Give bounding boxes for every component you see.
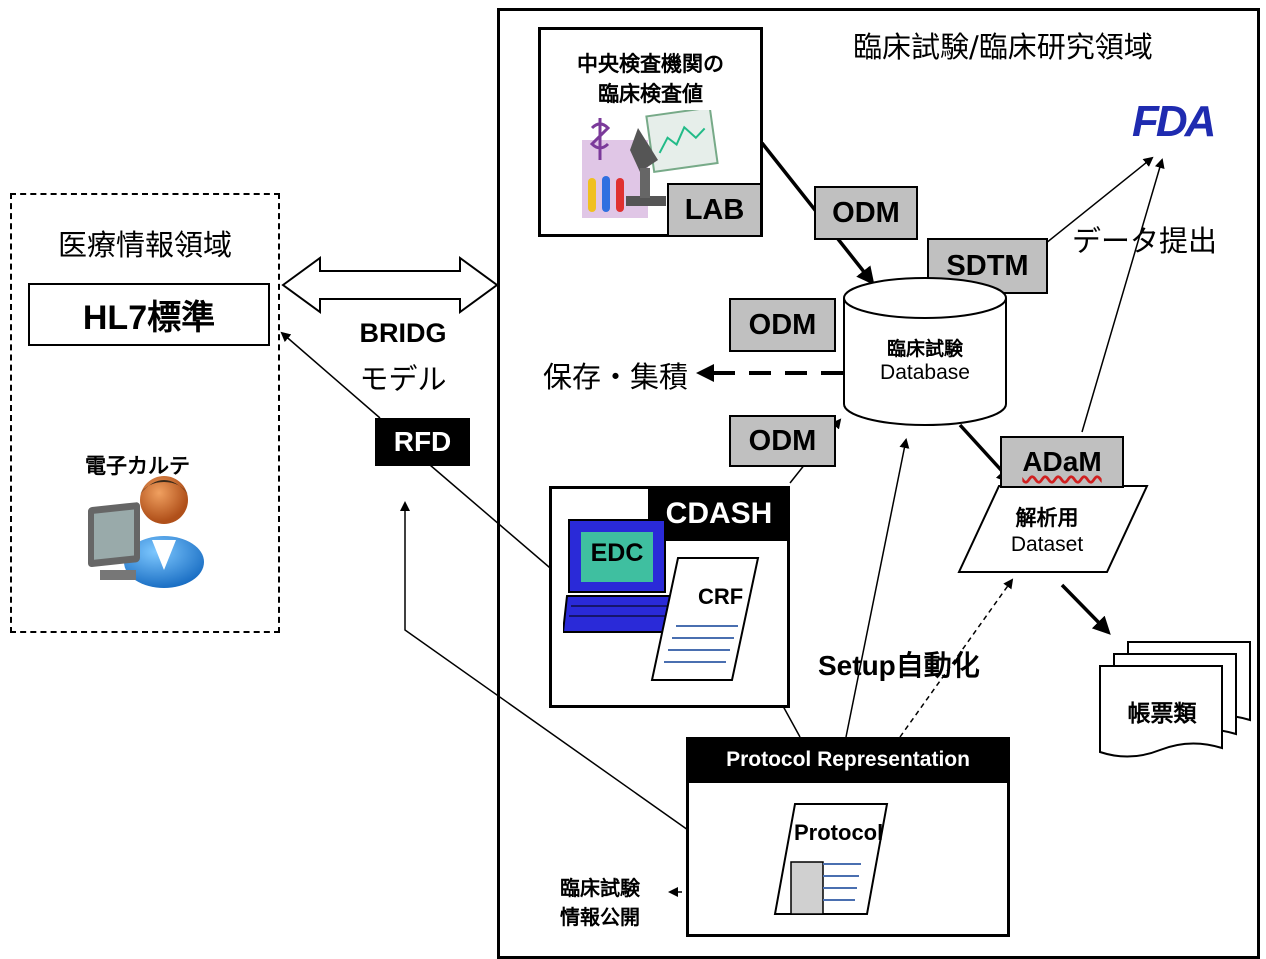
database-label-jp: 臨床試験 xyxy=(886,338,963,360)
doctor-computer-icon xyxy=(88,476,204,588)
crf-document-icon xyxy=(650,557,760,681)
protocol-doc-label: Protocol xyxy=(794,820,884,845)
ehr-label: 電子カルテ xyxy=(85,454,190,478)
bridg-label: BRIDG xyxy=(359,318,447,348)
lab-tag: LAB xyxy=(667,183,762,237)
database-label-en: Database xyxy=(880,361,970,384)
lab-equipment-icon xyxy=(582,110,719,218)
lab-tag-label: LAB xyxy=(684,193,745,226)
odm-tag-storage-label: ODM xyxy=(748,308,817,341)
dataset-to-reports-arrow xyxy=(1060,583,1111,635)
data-submission-label: データ提出 xyxy=(1072,224,1218,258)
adam-to-fda-arrow xyxy=(1081,158,1165,433)
protocol-representation-label: Protocol Representation xyxy=(726,748,970,771)
protocol-document-icon xyxy=(773,803,889,915)
hl7-standard-label: HL7標準 xyxy=(82,299,216,337)
lab-title-line2: 臨床検査値 xyxy=(598,82,703,106)
bridg-model-label: モデル xyxy=(359,362,447,396)
database-cylinder-icon xyxy=(843,277,1007,426)
fda-logo: FDA xyxy=(1132,97,1216,146)
disclosure-label-line2: 情報公開 xyxy=(560,905,640,929)
hl7-standard-box: HL7標準 xyxy=(28,283,270,346)
clinical-domain-title: 臨床試験/臨床研究領域 xyxy=(853,30,1153,64)
adam-tag-label: ADaM xyxy=(1022,446,1102,477)
clinical-domain-panel xyxy=(497,8,1260,959)
rfd-tag: RFD xyxy=(375,418,470,466)
rfd-to-edc-arrow xyxy=(429,464,572,587)
bridg-double-arrow xyxy=(281,256,499,314)
cdash-tag: CDASH xyxy=(648,487,790,541)
medical-domain-title: 医療情報領域 xyxy=(57,228,232,262)
reports-document-stack-icon xyxy=(1099,641,1251,758)
protocol-to-db-arrow xyxy=(845,438,910,738)
rfd-to-hl7-arrow xyxy=(280,331,381,419)
analysis-label-en: Dataset xyxy=(1010,533,1084,556)
medical-domain-panel xyxy=(10,193,280,633)
lab-title-line1: 中央検査機関の xyxy=(577,52,724,76)
crf-label: CRF xyxy=(698,584,744,609)
odm-tag-storage: ODM xyxy=(729,298,836,352)
setup-automation-label: Setup自動化 xyxy=(818,650,980,681)
rfd-label: RFD xyxy=(393,426,452,457)
analysis-label-jp: 解析用 xyxy=(1015,506,1079,530)
adam-tag: ADaM xyxy=(1000,436,1124,488)
sdtm-tag-label: SDTM xyxy=(946,249,1029,282)
storage-label: 保存・集積 xyxy=(543,360,689,394)
edc-screen-label: EDC xyxy=(590,539,644,567)
odm-tag-lab-label: ODM xyxy=(832,196,900,229)
disclosure-label-line1: 臨床試験 xyxy=(560,876,640,900)
odm-tag-lab: ODM xyxy=(814,186,918,240)
reports-label: 帳票類 xyxy=(1127,701,1197,727)
odm-tag-edc-label: ODM xyxy=(748,424,817,457)
protocol-representation-header: Protocol Representation xyxy=(686,737,1010,783)
protocol-to-bridg-arrow xyxy=(400,501,689,831)
odm-tag-edc: ODM xyxy=(729,415,836,467)
cdash-tag-label: CDASH xyxy=(665,497,773,530)
